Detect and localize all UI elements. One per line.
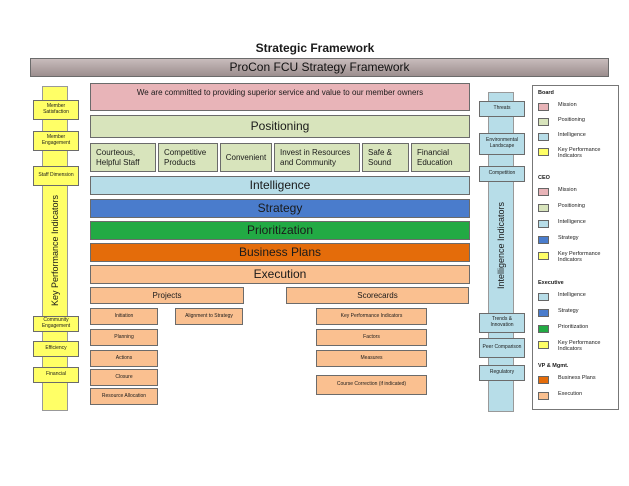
legend-swatch <box>538 103 549 111</box>
intel-item-environmental: Environmental Landscape <box>479 133 525 155</box>
legend-swatch <box>538 392 549 400</box>
positioning-item-safe: Safe & Sound <box>362 143 409 172</box>
framework-title-bar: ProCon FCU Strategy Framework <box>30 58 609 77</box>
legend-label: Strategy <box>558 235 579 241</box>
legend-swatch <box>538 293 549 301</box>
legend-swatch <box>538 309 549 317</box>
projects-header: Projects <box>90 287 244 304</box>
positioning-item-staff: Courteous, Helpful Staff <box>90 143 156 172</box>
positioning-item-education: Financial Education <box>411 143 470 172</box>
legend-label: Intelligence <box>558 219 586 225</box>
execution-bar: Execution <box>90 265 470 284</box>
intelligence-bar: Intelligence <box>90 176 470 195</box>
positioning-item-convenient: Convenient <box>220 143 272 172</box>
legend-label: Positioning <box>558 203 585 209</box>
legend-swatch <box>538 220 549 228</box>
positioning-item-products: Competitive Products <box>158 143 218 172</box>
legend-label: Mission <box>558 102 577 108</box>
strategy-bar: Strategy <box>90 199 470 218</box>
legend-swatch <box>538 118 549 126</box>
kpi-item-member-engagement: Member Engagement <box>33 131 79 151</box>
legend-swatch <box>538 325 549 333</box>
legend-heading: CEO <box>538 175 550 181</box>
projects-item-planning: Planning <box>90 329 158 346</box>
kpi-item-financial: Financial <box>33 367 79 383</box>
legend-swatch <box>538 188 549 196</box>
legend-label: Intelligence <box>558 132 586 138</box>
legend-label: Strategy <box>558 308 579 314</box>
intel-item-threats: Threats <box>479 101 525 117</box>
legend-label: Prioritization <box>558 324 589 330</box>
legend-label: Business Plans <box>558 375 596 381</box>
legend-swatch <box>538 148 549 156</box>
kpi-item-staff-dimension: Staff Dimension <box>33 166 79 186</box>
kpi-item-community-engagement: Community Engagement <box>33 316 79 332</box>
business-plans-bar: Business Plans <box>90 243 470 262</box>
legend-swatch <box>538 204 549 212</box>
kpi-item-efficiency: Efficiency <box>33 341 79 357</box>
legend-swatch <box>538 133 549 141</box>
prioritization-bar: Prioritization <box>90 221 470 240</box>
scorecards-header: Scorecards <box>286 287 469 304</box>
intel-item-competition: Competition <box>479 166 525 182</box>
scorecards-item-factors: Factors <box>316 329 427 346</box>
legend-label: Key Performance Indicators <box>558 340 601 353</box>
legend-label: Intelligence <box>558 292 586 298</box>
intel-item-peer: Peer Comparison <box>479 338 525 358</box>
scorecards-item-course-correction: Course Correction (if indicated) <box>316 375 427 395</box>
page-title: Strategic Framework <box>255 41 375 56</box>
positioning-bar: Positioning <box>90 115 470 138</box>
legend-heading: VP & Mgmt. <box>538 363 569 369</box>
kpi-column-label: Key Performance Indicators <box>49 194 60 306</box>
intel-item-trends: Trends & Innovation <box>479 313 525 333</box>
scorecards-item-kpi: Key Performance Indicators <box>316 308 427 325</box>
legend-swatch <box>538 236 549 244</box>
projects-item-resource-allocation: Resource Allocation <box>90 388 158 405</box>
projects-item-closure: Closure <box>90 369 158 386</box>
intel-item-regulatory: Regulatory <box>479 365 525 381</box>
legend-swatch <box>538 252 549 260</box>
intel-column-label: Intelligence Indicators <box>495 201 506 289</box>
mission-box: We are committed to providing superior s… <box>90 83 470 111</box>
legend-swatch <box>538 341 549 349</box>
positioning-item-invest: Invest in Resources and Community <box>274 143 360 172</box>
legend-label: Execution <box>558 391 583 397</box>
legend-label: Mission <box>558 187 577 193</box>
projects-item-initiation: Initiation <box>90 308 158 325</box>
legend-label: Key Performance Indicators <box>558 147 601 160</box>
projects-alignment-box: Alignment to Strategy <box>175 308 243 325</box>
scorecards-item-measures: Measures <box>316 350 427 367</box>
legend-heading: Board <box>538 90 554 96</box>
legend-swatch <box>538 376 549 384</box>
legend-label: Key Performance Indicators <box>558 251 601 264</box>
legend-label: Positioning <box>558 117 585 123</box>
kpi-item-member-satisfaction: Member Satisfaction <box>33 100 79 120</box>
legend-heading: Executive <box>538 280 564 286</box>
projects-item-actions: Actions <box>90 350 158 367</box>
